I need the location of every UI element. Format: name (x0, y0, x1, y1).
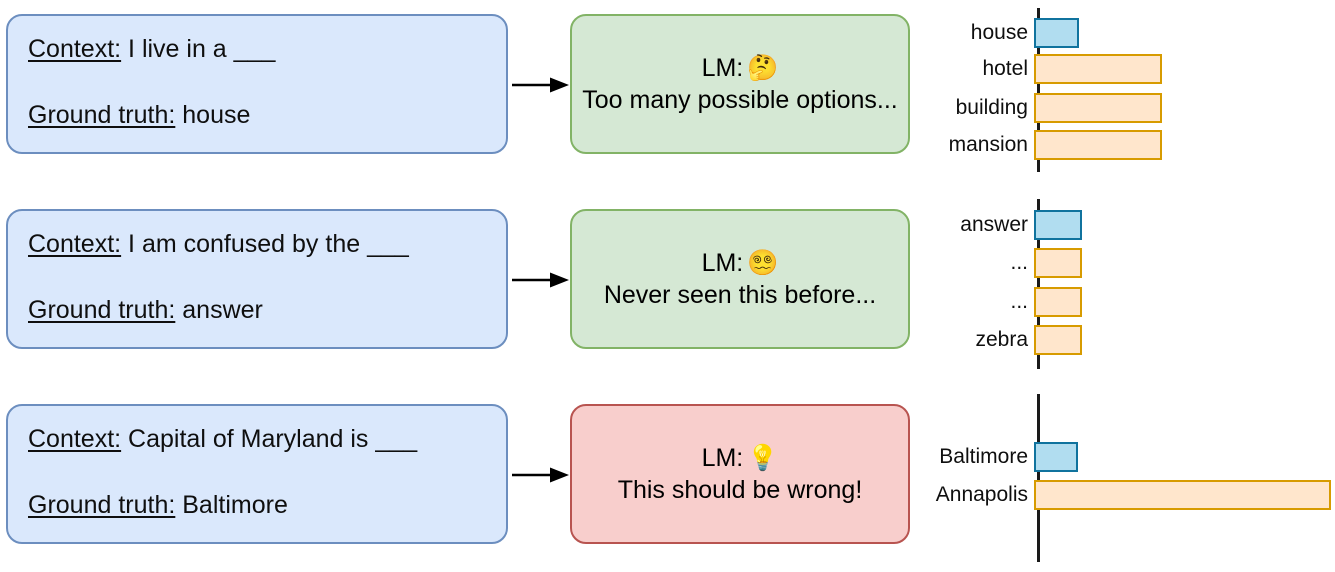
ground-truth-text: Baltimore (175, 491, 288, 519)
bar-label: ... (1010, 251, 1028, 274)
context-text: I am confused by the ___ (121, 230, 409, 258)
chart-axis (1037, 199, 1040, 369)
token-probability-chart: Baltimore Annapolis (920, 390, 1335, 572)
bar-row: ... (920, 246, 1082, 280)
arrow-icon (512, 76, 570, 94)
bar-truth (1034, 210, 1082, 240)
bar-label: Baltimore (939, 445, 1028, 468)
bar-other (1034, 480, 1331, 510)
bar-other (1034, 248, 1082, 278)
bar-row: Annapolis (920, 478, 1331, 512)
lm-header: LM: 🤔 (702, 52, 779, 84)
bar-truth (1034, 18, 1079, 48)
bar-other (1034, 325, 1082, 355)
ground-truth-label: Ground truth: (28, 491, 176, 519)
context-label: Context: (28, 230, 122, 258)
lm-message: This should be wrong! (617, 476, 863, 504)
ground-truth-line: Ground truth: Baltimore (28, 490, 486, 520)
example-row: Context: I live in a ___ Ground truth: h… (0, 0, 1335, 180)
bar-other (1034, 54, 1162, 84)
bar-other (1034, 130, 1162, 160)
arrow-icon (512, 466, 570, 484)
bar-row: Baltimore (920, 440, 1078, 474)
context-text: I live in a ___ (121, 35, 276, 63)
ground-truth-text: answer (175, 296, 263, 324)
context-label: Context: (28, 425, 122, 453)
context-card: Context: Capital of Maryland is ___ Grou… (6, 404, 508, 544)
face-with-spiral-eyes-emoji: 😵‍💫 (747, 248, 779, 277)
lm-label: LM: (701, 54, 744, 82)
context-card: Context: I am confused by the ___ Ground… (6, 209, 508, 349)
context-card: Context: I live in a ___ Ground truth: h… (6, 14, 508, 154)
example-row: Context: Capital of Maryland is ___ Grou… (0, 390, 1335, 572)
lm-header: LM: 💡 (702, 442, 779, 474)
context-label: Context: (28, 35, 122, 63)
lm-response-card: LM: 💡 This should be wrong! (570, 404, 910, 544)
bar-row: house (920, 16, 1079, 50)
bar-row: building (920, 91, 1162, 125)
context-line: Context: I am confused by the ___ (28, 229, 486, 259)
bar-label: mansion (948, 133, 1028, 156)
bar-label: zebra (975, 328, 1028, 351)
bar-other (1034, 287, 1082, 317)
bar-row: ... (920, 285, 1082, 319)
bar-label: building (955, 96, 1028, 119)
bar-label: ... (1010, 290, 1028, 313)
lm-message: Never seen this before... (603, 281, 877, 309)
bar-row: hotel (920, 52, 1162, 86)
chart-axis (1037, 8, 1040, 172)
lm-response-card: LM: 🤔 Too many possible options... (570, 14, 910, 154)
lm-message: Too many possible options... (582, 86, 898, 114)
token-probability-chart: house hotel building mansion (920, 0, 1335, 180)
bar-row: mansion (920, 128, 1162, 162)
bar-label: Annapolis (935, 483, 1028, 506)
bar-label: house (970, 21, 1028, 44)
context-line: Context: I live in a ___ (28, 34, 486, 64)
ground-truth-label: Ground truth: (28, 101, 176, 129)
ground-truth-label: Ground truth: (28, 296, 176, 324)
ground-truth-line: Ground truth: answer (28, 295, 486, 325)
lm-header: LM: 😵‍💫 (702, 247, 779, 279)
example-row: Context: I am confused by the ___ Ground… (0, 195, 1335, 380)
bar-other (1034, 93, 1162, 123)
lm-response-card: LM: 😵‍💫 Never seen this before... (570, 209, 910, 349)
arrow-icon (512, 271, 570, 289)
bar-label: hotel (982, 57, 1028, 80)
context-text: Capital of Maryland is ___ (121, 425, 418, 453)
ground-truth-text: house (175, 101, 251, 129)
light-bulb-emoji: 💡 (747, 443, 779, 472)
bar-row: answer (920, 208, 1082, 242)
bar-row: zebra (920, 323, 1082, 357)
lm-label: LM: (701, 444, 744, 472)
thinking-face-emoji: 🤔 (747, 53, 779, 82)
bar-truth (1034, 442, 1078, 472)
context-line: Context: Capital of Maryland is ___ (28, 424, 486, 454)
chart-axis (1037, 394, 1040, 562)
bar-label: answer (960, 213, 1028, 236)
ground-truth-line: Ground truth: house (28, 100, 486, 130)
token-probability-chart: answer ... ... zebra (920, 195, 1335, 380)
lm-label: LM: (701, 249, 744, 277)
